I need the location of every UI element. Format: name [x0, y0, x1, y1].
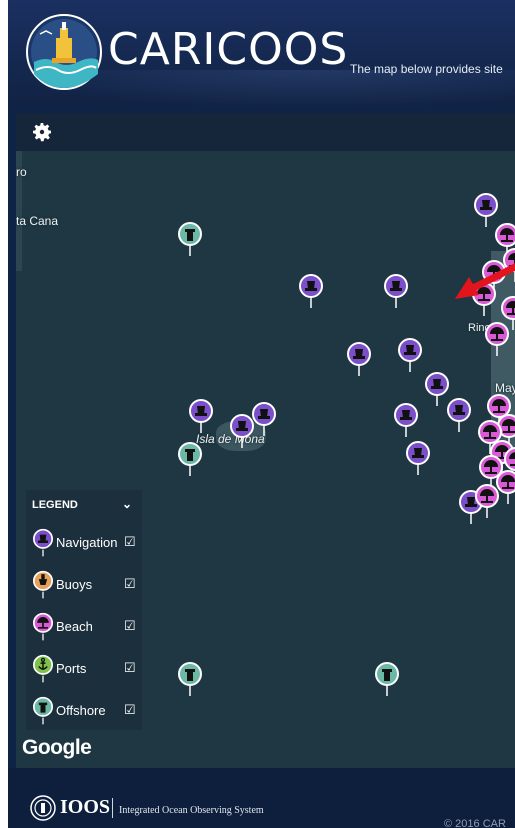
navigation-marker-icon	[33, 528, 53, 557]
legend-check-buoys[interactable]: ☑	[124, 576, 136, 591]
legend-item-offshore[interactable]: Offshore ☑	[26, 688, 142, 730]
legend-check-offshore[interactable]: ☑	[124, 702, 136, 717]
navigation-marker-icon[interactable]	[424, 371, 450, 407]
legend-header[interactable]: LEGEND ⌄	[26, 490, 142, 520]
beach-marker-icon[interactable]	[474, 483, 500, 519]
navigation-marker-icon[interactable]	[405, 440, 431, 476]
navigation-marker-icon[interactable]	[397, 337, 423, 373]
legend-panel: LEGEND ⌄ Navigation ☑ Buoys ☑ Beach ☑ Po…	[26, 490, 142, 730]
beach-marker-icon[interactable]	[486, 393, 512, 429]
legend-item-buoys[interactable]: Buoys ☑	[26, 562, 142, 604]
legend-item-ports[interactable]: Ports ☑	[26, 646, 142, 688]
legend-label-offshore: Offshore	[56, 703, 106, 718]
site-header: CARICOOS The map below provides site	[8, 0, 515, 110]
beach-marker-icon[interactable]	[495, 469, 515, 505]
legend-check-navigation[interactable]: ☑	[124, 534, 136, 549]
anchor-marker-icon	[33, 654, 53, 683]
offshore-marker-icon[interactable]	[177, 441, 203, 477]
offshore-marker-icon	[33, 696, 53, 725]
navigation-marker-icon[interactable]	[383, 273, 409, 309]
legend-label-navigation: Navigation	[56, 535, 118, 550]
ioos-name[interactable]: IOOS	[60, 796, 111, 818]
legend-check-ports[interactable]: ☑	[124, 660, 136, 675]
buoy-marker-icon	[33, 570, 53, 599]
map-toolbar	[16, 113, 515, 151]
legend-label-ports: Ports	[56, 661, 87, 676]
beach-marker-icon[interactable]	[503, 446, 515, 482]
brand-name[interactable]: CARICOOS	[108, 24, 349, 75]
navigation-marker-icon[interactable]	[473, 192, 499, 228]
legend-title: LEGEND	[32, 499, 78, 511]
navigation-marker-icon[interactable]	[446, 397, 472, 433]
navigation-marker-icon[interactable]	[229, 413, 255, 449]
navigation-marker-icon[interactable]	[346, 341, 372, 377]
land-west	[16, 151, 22, 271]
beach-marker-icon[interactable]	[471, 281, 497, 317]
navigation-marker-icon[interactable]	[393, 402, 419, 438]
chevron-down-icon[interactable]: ⌄	[122, 497, 133, 511]
offshore-marker-icon[interactable]	[177, 661, 203, 697]
map-label-ro: ro	[16, 165, 27, 179]
offshore-marker-icon[interactable]	[177, 221, 203, 257]
buoy-emblem-icon	[26, 14, 102, 90]
offshore-marker-icon[interactable]	[374, 661, 400, 697]
google-logo[interactable]: Google	[22, 736, 92, 759]
navigation-marker-icon[interactable]	[251, 401, 277, 437]
beach-marker-icon[interactable]	[500, 295, 515, 331]
map-label-mayaguez: Maya	[495, 381, 515, 395]
gear-icon[interactable]	[30, 120, 54, 144]
legend-check-beach[interactable]: ☑	[124, 618, 136, 633]
footer-divider	[112, 798, 113, 818]
beach-marker-icon[interactable]	[494, 222, 515, 258]
ioos-logo-icon	[30, 795, 56, 821]
map-label-punta-cana: ta Cana	[16, 214, 59, 228]
map-canvas[interactable]: ro ta Cana Isla de Mona Rinco Maya ue LE…	[16, 151, 515, 768]
legend-item-beach[interactable]: Beach ☑	[26, 604, 142, 646]
app-frame: CARICOOS The map below provides site ro …	[8, 0, 515, 828]
beach-marker-icon[interactable]	[484, 321, 510, 357]
legend-label-buoys: Buoys	[56, 577, 93, 592]
site-footer: IOOS Integrated Ocean Observing System ©…	[8, 768, 515, 828]
beach-marker-icon[interactable]	[478, 454, 504, 490]
copyright-text: © 2016 CAR	[444, 818, 506, 828]
legend-item-navigation[interactable]: Navigation ☑	[26, 520, 142, 562]
ioos-full-name: Integrated Ocean Observing System	[119, 805, 264, 816]
beach-marker-icon	[33, 612, 53, 641]
header-intro-text: The map below provides site	[350, 62, 503, 76]
legend-label-beach: Beach	[56, 619, 93, 634]
navigation-marker-icon[interactable]	[298, 273, 324, 309]
annotation-arrow-icon	[455, 263, 515, 299]
navigation-marker-icon[interactable]	[188, 398, 214, 434]
beach-marker-icon[interactable]	[477, 419, 503, 455]
